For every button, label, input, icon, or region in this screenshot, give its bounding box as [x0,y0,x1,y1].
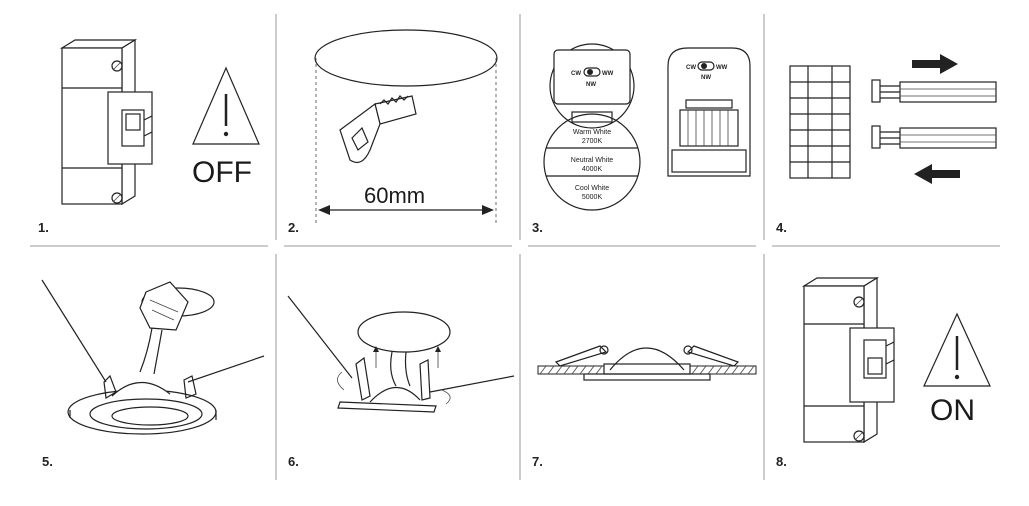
terminal-block [789,65,851,179]
svg-text:CW: CW [686,65,696,71]
step-number: 1. [38,220,49,235]
svg-text:WW: WW [716,65,728,71]
cool-white-label: Cool White [575,185,609,192]
step-number: 8. [776,454,787,469]
panel-6: 6. [287,295,515,469]
hole-saw-icon [339,95,417,163]
panel-5: 5. [41,279,265,469]
cool-white-temp: 5000K [582,194,603,201]
connector-box [139,281,189,331]
neutral-white-label: Neutral White [571,157,614,164]
step-number: 2. [288,220,299,235]
spring-clips [103,374,197,399]
cct-switch-icon [583,67,601,77]
arrow-right-icon [912,54,958,74]
up-arrow-icon [373,346,441,368]
wires-bottom [871,125,997,149]
panel-7: 7. [532,345,757,469]
step-number: 6. [288,454,299,469]
step-number: 7. [532,454,543,469]
hole-dimension: 60mm [364,183,425,208]
panel-2: 60mm 2. [288,29,498,235]
downlight-fixture [67,381,217,435]
off-label: OFF [192,156,252,189]
rotate-arrow-icon [337,371,451,405]
step-number: 5. [42,454,53,469]
svg-text:NW: NW [701,75,711,81]
neutral-white-temp: 4000K [582,166,603,173]
panel-8: ON 8. [776,276,991,469]
circuit-breaker-on [801,276,895,444]
panel-4: 4. [776,54,997,235]
svg-text:WW: WW [602,71,614,77]
installed-downlight [554,345,740,381]
panel-3: CW WW NW Warm White 2700K Neutral White … [532,43,751,235]
circuit-breaker-off [59,38,153,206]
downlight-inserting [337,356,437,413]
panel-dividers [30,14,1000,480]
svg-text:CW: CW [571,71,581,77]
warning-triangle-icon [923,312,991,387]
warning-triangle-icon [192,66,260,145]
panel-1: OFF 1. [38,38,260,235]
step-number: 4. [776,220,787,235]
step-number: 3. [532,220,543,235]
driver-unit: CW WW NW [667,47,751,177]
on-label: ON [930,394,975,427]
svg-text:NW: NW [586,82,596,88]
arrow-left-icon [914,164,960,184]
warm-white-temp: 2700K [582,138,603,145]
warm-white-label: Warm White [573,129,611,136]
ceiling-hole [314,29,498,87]
wires-top [871,79,997,103]
